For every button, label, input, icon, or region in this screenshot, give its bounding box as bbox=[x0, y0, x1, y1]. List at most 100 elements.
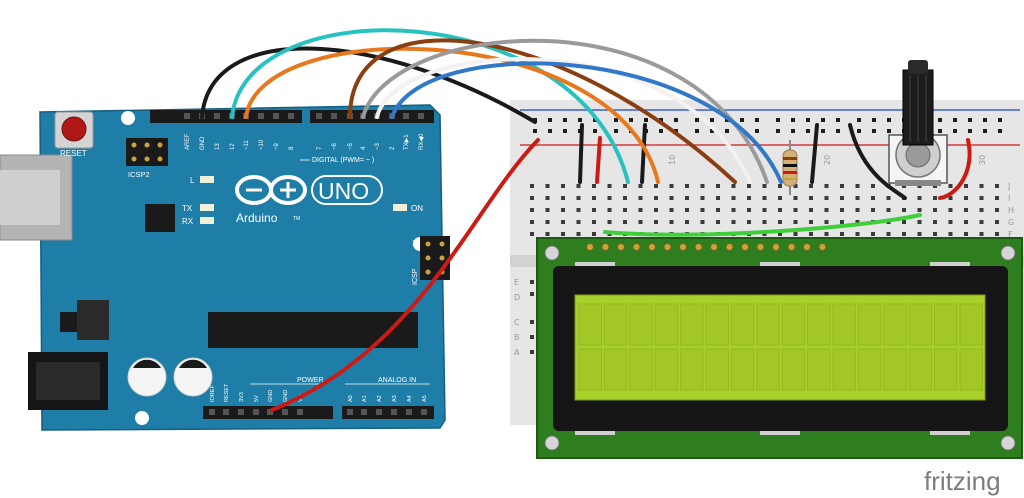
rail-hole bbox=[659, 129, 663, 133]
header-pin bbox=[273, 113, 279, 119]
terminal-hole bbox=[731, 196, 736, 200]
regulator bbox=[60, 312, 78, 332]
terminal-hole bbox=[824, 220, 829, 224]
top-pin-label: AREF bbox=[185, 134, 191, 150]
terminal-hole bbox=[840, 196, 844, 200]
terminal-hole bbox=[979, 196, 984, 200]
wire-blue-d2 bbox=[390, 61, 783, 184]
rail-hole bbox=[998, 129, 1002, 133]
rail-hole bbox=[614, 129, 618, 133]
row-letter-h: H bbox=[1008, 206, 1014, 215]
terminal-hole bbox=[948, 208, 953, 212]
header-pin bbox=[297, 409, 303, 415]
rail-hole bbox=[578, 118, 582, 122]
terminal-hole bbox=[731, 220, 736, 224]
terminal-hole bbox=[793, 184, 798, 188]
lcd-pin bbox=[710, 243, 718, 251]
lcd-cell bbox=[857, 303, 882, 346]
rail-hole bbox=[629, 118, 633, 122]
terminal-hole bbox=[592, 208, 596, 212]
lcd-cell bbox=[705, 303, 729, 346]
terminal-hole bbox=[964, 184, 968, 188]
header-pin bbox=[267, 409, 273, 415]
led-tx bbox=[200, 204, 214, 211]
lcd-cell bbox=[908, 303, 933, 346]
terminal-hole bbox=[700, 220, 705, 224]
lcd-cell bbox=[807, 303, 831, 346]
lcd-cell bbox=[832, 303, 856, 346]
rail-hole bbox=[593, 118, 597, 122]
terminal-hole bbox=[623, 208, 627, 212]
header-pin bbox=[209, 409, 215, 415]
lcd-pin bbox=[772, 243, 780, 251]
lcd-cell bbox=[883, 348, 907, 391]
col-number-10: 10 bbox=[668, 155, 677, 165]
terminal-hole bbox=[685, 220, 689, 224]
terminal-hole bbox=[871, 208, 875, 212]
terminal-hole bbox=[793, 196, 798, 200]
top-header-right bbox=[310, 110, 434, 123]
capacitor-2 bbox=[173, 357, 213, 397]
terminal-hole bbox=[545, 196, 550, 200]
terminal-hole bbox=[933, 208, 937, 212]
terminal-hole bbox=[995, 196, 999, 200]
header-pin bbox=[238, 409, 244, 415]
analog-header bbox=[342, 406, 434, 419]
bottom-header-pins bbox=[209, 409, 427, 415]
terminal-hole bbox=[886, 196, 891, 200]
lcd-pin bbox=[787, 243, 796, 251]
header-pin bbox=[288, 113, 294, 119]
terminal-hole bbox=[778, 184, 782, 188]
lcd-pin bbox=[741, 243, 749, 251]
led-rx bbox=[200, 217, 214, 224]
jumper-black-3 bbox=[810, 123, 819, 184]
terminal-hole bbox=[871, 196, 875, 200]
arduino-logo-icon bbox=[235, 175, 307, 205]
lcd-cell bbox=[883, 303, 907, 346]
terminal-hole bbox=[964, 220, 968, 224]
bottom-pin-label: GND bbox=[268, 390, 274, 402]
rail-hole bbox=[548, 129, 552, 133]
terminal-hole bbox=[855, 232, 860, 236]
jumper-red-1 bbox=[595, 136, 602, 184]
header-pin bbox=[316, 113, 322, 119]
terminal-hole bbox=[840, 232, 844, 236]
terminal-hole bbox=[917, 220, 922, 224]
terminal-hole bbox=[948, 184, 953, 188]
icsp-pin1-label: 1 bbox=[412, 240, 416, 247]
lcd-cell bbox=[832, 348, 856, 391]
rail-hole bbox=[755, 118, 759, 122]
terminal-hole bbox=[530, 220, 534, 224]
digital-label: DIGITAL (PWM= ~ ) bbox=[312, 157, 374, 164]
rail-hole bbox=[983, 129, 987, 133]
terminal-hole bbox=[902, 220, 906, 224]
terminal-hole bbox=[933, 232, 937, 236]
terminal-hole bbox=[809, 208, 813, 212]
terminal-hole bbox=[762, 208, 767, 212]
rail-hole bbox=[548, 118, 552, 122]
wire-orange-d11 bbox=[244, 46, 660, 184]
mount-hole-br bbox=[1000, 435, 1016, 451]
model-label: UNO bbox=[318, 178, 369, 204]
header-pin bbox=[223, 409, 229, 415]
power-label: POWER bbox=[297, 377, 323, 384]
terminal-hole bbox=[979, 208, 984, 212]
capacitor-1 bbox=[127, 357, 167, 397]
terminal-hole bbox=[530, 280, 534, 284]
terminal-hole bbox=[793, 208, 798, 212]
lcd-pin bbox=[803, 243, 811, 251]
rail-hole bbox=[983, 118, 987, 122]
top-pin-label: ~10 bbox=[259, 139, 265, 150]
wire-red-5v bbox=[270, 138, 540, 412]
icsp2-header bbox=[126, 138, 168, 166]
terminal-hole bbox=[731, 184, 736, 188]
terminal-hole bbox=[716, 184, 720, 188]
terminal-hole bbox=[809, 232, 813, 236]
lcd-cell bbox=[781, 303, 806, 346]
rail-hole bbox=[887, 129, 891, 133]
top-header-left bbox=[150, 110, 302, 123]
lcd-pin bbox=[756, 243, 765, 251]
terminal-hole bbox=[762, 196, 767, 200]
atmega-chip bbox=[208, 312, 418, 348]
